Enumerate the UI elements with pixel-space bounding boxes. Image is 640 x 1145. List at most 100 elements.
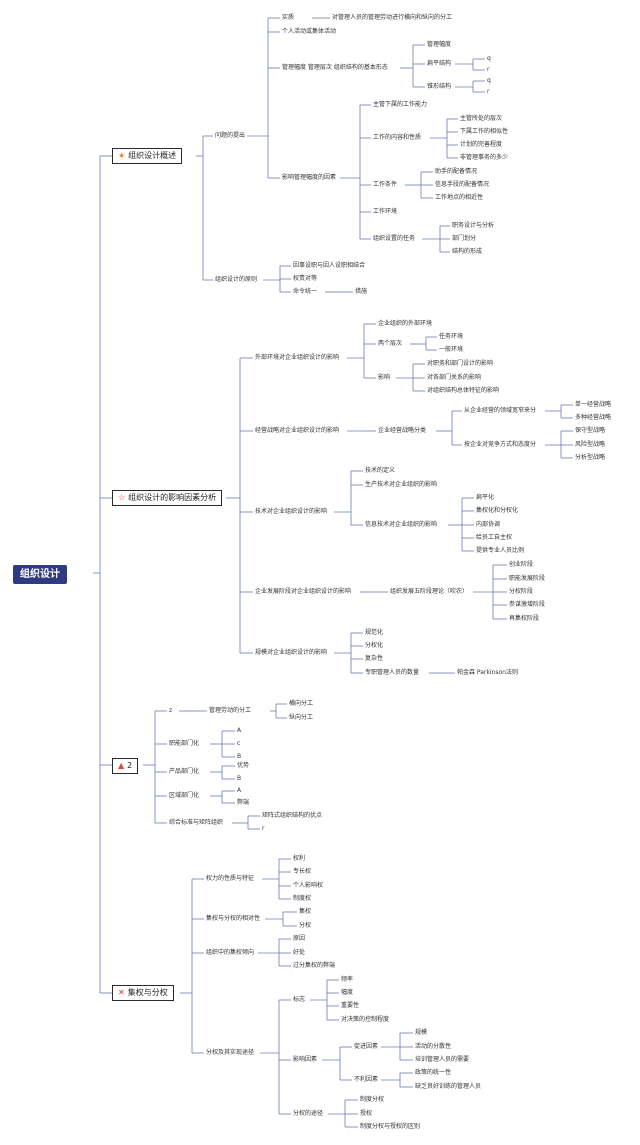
node-conditions[interactable]: 工作条件 [373,181,398,188]
node-tendency[interactable]: 组织中的集权倾向 [206,949,255,956]
node-general-env[interactable]: 一般环境 [439,346,464,353]
node-work-nature[interactable]: 工作的内容和性质 [373,134,422,141]
node-division[interactable]: 管理劳动的分工 [209,707,252,714]
node-relation-impact[interactable]: 对各部门关系的影响 [427,374,482,381]
node-scale[interactable]: 规模对企业组织设计的影响 [255,649,328,656]
node-promote[interactable]: 促进因素 [354,1043,379,1050]
node-similarity[interactable]: 下属工作的相似性 [460,128,509,135]
node-coordination[interactable]: 内部协调 [476,521,501,528]
node-functional[interactable]: 职能发展阶段 [509,575,546,582]
node-central[interactable]: 集权 [299,908,312,915]
node-specialists[interactable]: 提供专业人员比例 [476,547,525,554]
node-functional-dept[interactable]: 职能部门化 [169,740,200,747]
node-single[interactable]: 单一经营战略 [575,401,612,408]
node-ways[interactable]: 分权及其实现途径 [206,1049,255,1056]
node-prod-tech[interactable]: 生产技术对企业组织的影响 [365,481,438,488]
node-span-factors[interactable]: 影响管理幅度的因素 [282,174,337,181]
node-task-env[interactable]: 任务环境 [439,333,464,340]
node-planning[interactable]: 计划的完善程度 [460,141,503,148]
node-risk[interactable]: 风险型战略 [575,441,606,448]
node-matrix-adv[interactable]: 矩阵式组织结构的优点 [262,812,323,819]
node-institutional[interactable]: 制度权 [293,895,312,902]
node-fd-a[interactable]: A [237,727,242,734]
node-stage[interactable]: 企业发展阶段对企业组织设计的影响 [255,588,352,595]
node-strategy-types[interactable]: 企业经营战略分类 [378,427,427,434]
node-environment[interactable]: 工作环境 [373,208,398,215]
node-training[interactable]: 培训管理人员的需要 [415,1056,470,1063]
node-power[interactable]: 权力的性质与特征 [206,875,255,882]
node-essence-note[interactable]: 对管理人员的管理劳动进行横向和纵向的分工 [332,14,453,21]
node-size[interactable]: 规模 [415,1029,428,1036]
node-task-person[interactable]: 因事设职与因人设职相结合 [293,262,366,269]
node-control[interactable]: 对决策的控制程度 [341,1016,390,1023]
node-tall-r[interactable]: r [487,88,490,95]
node-conservative[interactable]: 保守型战略 [575,427,606,434]
node-centralize[interactable]: 集权化和分权化 [476,507,519,514]
node-adverse[interactable]: 不利因素 [354,1076,379,1083]
node-delegation[interactable]: 授权 [360,1110,373,1117]
node-analytic[interactable]: 分析型战略 [575,454,606,461]
node-z[interactable]: z [169,707,173,714]
node-individual[interactable]: 个人活动或集体活动 [282,28,337,35]
node-technology[interactable]: 技术对企业组织设计的影响 [255,508,328,515]
node-personal[interactable]: 个人影响权 [293,882,324,889]
node-right[interactable]: 权利 [293,855,306,862]
node-external[interactable]: 外部环境对企业组织设计的影响 [255,354,340,361]
branch-overview[interactable]: ★组织设计概述 [112,148,183,164]
node-horizontal[interactable]: 横向分工 [289,700,314,707]
node-influence[interactable]: 影响 [378,374,391,381]
node-paths[interactable]: 分权的途径 [293,1110,324,1117]
node-sign[interactable]: 标志 [293,996,306,1003]
node-nonmgmt[interactable]: 非管理事务的多少 [460,154,509,161]
node-ability[interactable]: 主管下属的工作能力 [373,101,428,108]
node-ext-env[interactable]: 企业组织的外部环境 [378,320,433,327]
node-job-impact[interactable]: 对职务和部门设计的影响 [427,360,494,367]
node-span[interactable]: 管理幅度 [427,41,452,48]
node-info-means[interactable]: 信息手段的配备情况 [435,181,490,188]
node-tech-def[interactable]: 技术的定义 [365,467,396,474]
node-expertise[interactable]: 专长权 [293,868,312,875]
node-span-levels[interactable]: 管理幅度 管理层次 组织结构的基本形态 [282,64,388,71]
node-flat[interactable]: 扁平结构 [427,60,452,67]
node-pd-b[interactable]: B [237,775,242,782]
node-tasks[interactable]: 组织设置的任务 [373,235,416,242]
node-fd-c[interactable]: c [237,740,241,747]
branch-factors[interactable]: ☆组织设计的影响因素分析 [112,490,223,506]
node-by-competition[interactable]: 按企业对竞争方式和态度分 [464,441,537,448]
node-assistants[interactable]: 助手的配备情况 [435,168,478,175]
node-managers[interactable]: 专职管理人员的数量 [365,669,420,676]
node-frequency[interactable]: 频率 [341,976,354,983]
node-complexity[interactable]: 复杂性 [365,655,384,662]
branch-centralization[interactable]: ✕集权与分权 [112,985,174,1001]
node-principles[interactable]: 组织设计的原则 [215,276,258,283]
root-node[interactable]: 组织设计 [13,565,67,584]
node-authority[interactable]: 权责对等 [293,275,318,282]
node-problem[interactable]: 问题的提出 [215,132,246,139]
node-overall-impact[interactable]: 对组织结构总体特征的影响 [427,387,500,394]
node-level[interactable]: 主管所处的层次 [460,115,503,122]
node-policy[interactable]: 政策的统一性 [415,1069,452,1076]
node-factors-2[interactable]: 影响因素 [293,1056,318,1063]
node-range[interactable]: 幅度 [341,989,354,996]
branch-two[interactable]: ▲2 [112,758,139,774]
node-two-levels[interactable]: 两个层次 [378,340,403,347]
node-autonomy[interactable]: 给员工自主权 [476,534,513,541]
node-fd-b[interactable]: B [237,753,242,760]
node-job-design[interactable]: 职务设计与分析 [452,222,495,229]
node-measures[interactable]: 措施 [355,288,368,295]
node-formal[interactable]: 规范化 [365,629,384,636]
node-rd-a[interactable]: A [237,787,242,794]
node-difference[interactable]: 制度分权与授权的区别 [360,1123,421,1130]
node-decentral-2[interactable]: 分权 [299,922,312,929]
node-flatten[interactable]: 扁平化 [476,494,495,501]
node-tall[interactable]: 锥形结构 [427,83,452,90]
node-staff[interactable]: 参谋激增阶段 [509,601,546,608]
node-decentral[interactable]: 分权阶段 [509,588,534,595]
node-structure[interactable]: 结构的形成 [452,248,483,255]
node-region-dept[interactable]: 区域部门化 [169,792,200,799]
node-multi[interactable]: 多种经营战略 [575,414,612,421]
node-five-stages[interactable]: 组织发展五阶段理论（吹农） [390,588,469,595]
node-startup[interactable]: 创业阶段 [509,561,534,568]
node-strategy[interactable]: 经营战略对企业组织设计的影响 [255,427,340,434]
node-vertical[interactable]: 纵向分工 [289,714,314,721]
